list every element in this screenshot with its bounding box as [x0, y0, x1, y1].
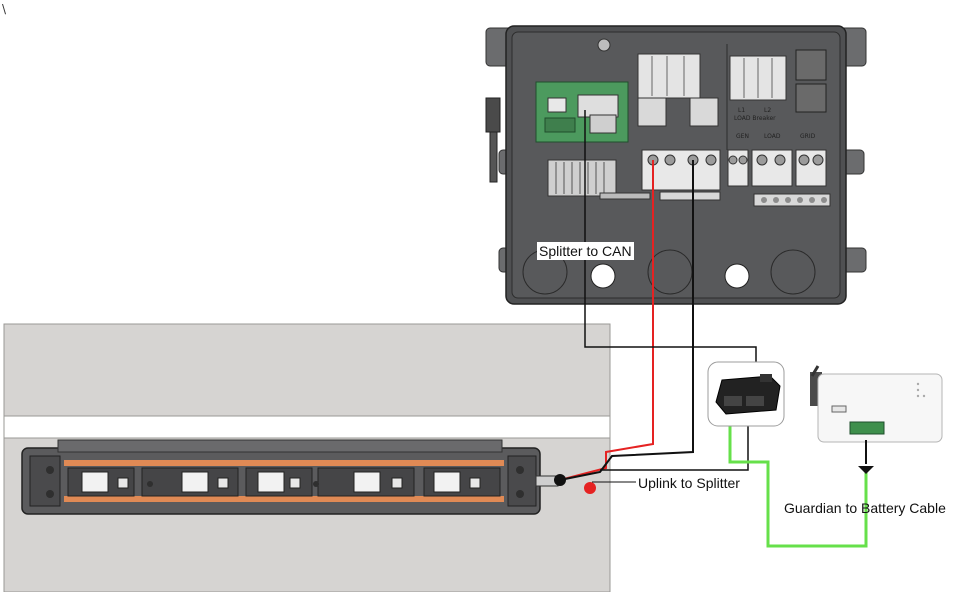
grid-label: GRID — [800, 133, 816, 140]
guardian-cable — [728, 404, 868, 548]
splitter-to-can-wire — [584, 110, 757, 372]
l2-label: L2 — [764, 107, 771, 114]
l1-label: L1 — [738, 107, 745, 114]
load-breaker-label: LOAD Breaker — [734, 115, 776, 122]
guardian-device-icon — [810, 365, 943, 443]
load-label: LOAD — [764, 133, 781, 140]
splitter-to-can-label: Splitter to CAN — [537, 242, 634, 260]
black-power-wire — [559, 160, 694, 481]
battery-connectors — [535, 474, 596, 494]
rj45-splitter-icon — [707, 361, 785, 427]
red-connector-icon — [584, 482, 596, 494]
uplink-to-splitter-label: Uplink to Splitter — [638, 475, 740, 491]
gateway-enclosure: L1 L2 LOAD Breaker GEN LOAD GRID — [485, 25, 867, 305]
battery-pack — [21, 439, 541, 515]
ground-symbol-icon — [858, 440, 874, 474]
stray-mark: \ — [2, 2, 7, 16]
guardian-to-battery-cable-label: Guardian to Battery Cable — [784, 500, 946, 516]
black-connector-icon — [554, 474, 566, 486]
gen-label: GEN — [736, 133, 749, 140]
